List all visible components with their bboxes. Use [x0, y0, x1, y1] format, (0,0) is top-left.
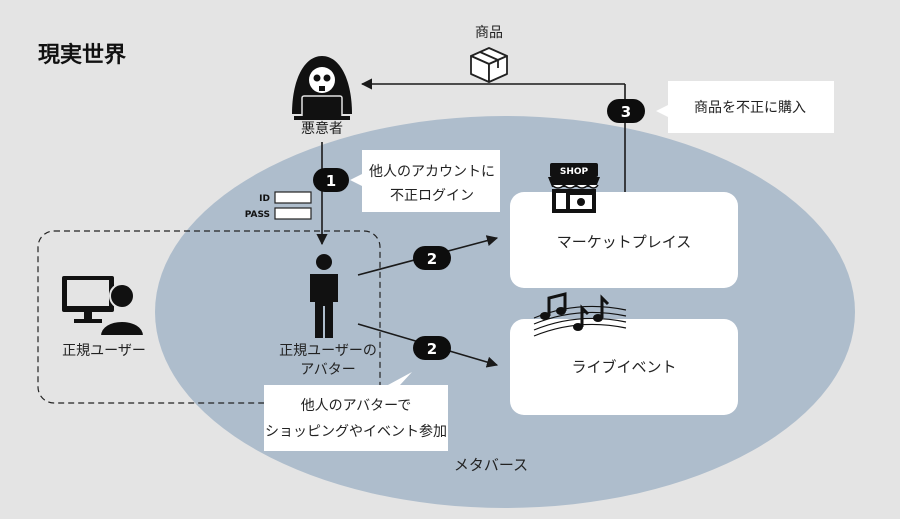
package-icon [470, 47, 508, 83]
pass-field-box [274, 207, 312, 220]
step-3-badge [607, 99, 645, 123]
step-2-badge-marketplace [413, 246, 451, 270]
step-1-badge [313, 168, 349, 192]
step-2-text-line2: ショッピングやイベント参加 [265, 423, 447, 440]
marketplace-label: マーケットプレイス [557, 233, 692, 251]
music-notes-icon [533, 292, 627, 337]
step-1-text-line1: 他人のアカウントに [369, 164, 495, 180]
real-world-title: 現実世界 [38, 42, 126, 68]
attacker-label: 悪意者 [301, 120, 343, 137]
step-2-text-line1: 他人のアバターで [301, 398, 412, 414]
goods-label: 商品 [475, 25, 503, 41]
user-computer-icon [62, 276, 146, 337]
id-field-box [274, 191, 312, 204]
step-1-callout [350, 150, 500, 212]
live-event-box [510, 319, 738, 415]
legit-user-label: 正規ユーザー [62, 343, 146, 359]
metaverse-label: メタバース [454, 456, 528, 474]
shop-sign: SHOP [560, 167, 589, 177]
legit-user-region [37, 230, 381, 404]
step-2-number-live-event: 2 [427, 340, 437, 358]
pass-field-label: PASS [245, 210, 270, 220]
step-1-text-line2: 不正ログイン [390, 188, 474, 204]
avatar-label-line1: 正規ユーザーの [279, 343, 377, 359]
avatar-label-line2: アバター [300, 362, 355, 378]
marketplace-box [510, 192, 738, 288]
hacker-icon [292, 56, 352, 120]
step-3-callout [656, 81, 834, 133]
step-2-callout [264, 372, 448, 451]
shop-icon: SHOP [548, 163, 600, 213]
login-form-icon: ID PASS [245, 191, 312, 220]
id-field-label: ID [259, 194, 270, 204]
live-event-label: ライブイベント [571, 358, 676, 376]
step-3-number: 3 [621, 103, 631, 121]
step-3-text-line1: 商品を不正に購入 [694, 100, 806, 116]
metaverse-area [155, 116, 855, 508]
person-icon [310, 254, 338, 338]
step-1-number: 1 [326, 172, 336, 190]
step-2-badge-live-event [413, 336, 451, 360]
step-2-number-marketplace: 2 [427, 250, 437, 268]
